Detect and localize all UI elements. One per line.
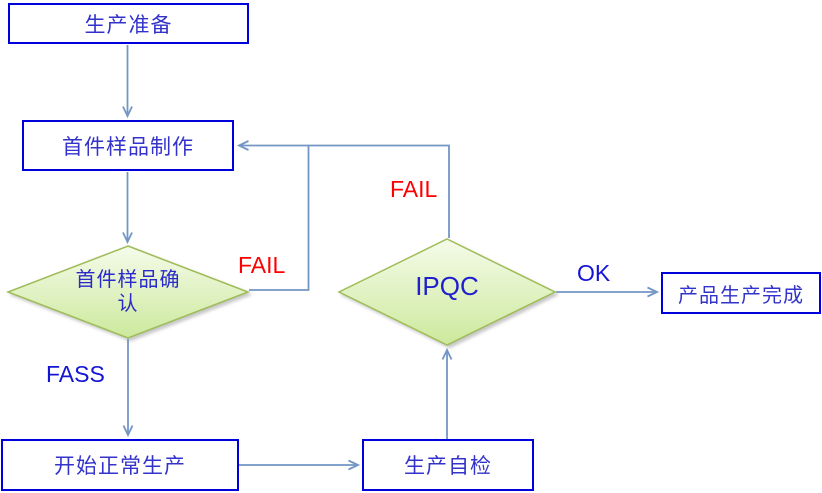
connector-confirm-fail-feedback — [249, 146, 310, 291]
decision-ipqc-label: IPQC — [415, 271, 479, 301]
edge-label-ipqc-ok: OK — [577, 260, 611, 286]
node-production-preparation-label: 生产准备 — [84, 12, 173, 37]
decision-first-sample-confirm-label: 首件样品确认 — [75, 269, 181, 315]
decision-ipqc-shape — [337, 238, 557, 346]
node-product-production-complete: 产品生产完成 — [661, 272, 821, 314]
node-first-sample-production-label: 首件样品制作 — [62, 134, 194, 159]
node-start-normal-production: 开始正常生产 — [1, 439, 239, 491]
edge-label-confirm-fail: FAIL — [238, 252, 286, 278]
decision-first-sample-confirm-shape — [5, 245, 251, 339]
node-production-preparation: 生产准备 — [8, 3, 249, 44]
node-production-self-inspection: 生产自检 — [362, 439, 534, 491]
node-start-normal-production-label: 开始正常生产 — [54, 454, 186, 478]
node-product-production-complete-label: 产品生产完成 — [678, 284, 804, 307]
connector-ipqc-fail-feedback — [236, 140, 450, 238]
node-production-self-inspection-label: 生产自检 — [404, 454, 492, 478]
edge-label-ipqc-fail: FAIL — [390, 176, 438, 202]
node-first-sample-production: 首件样品制作 — [22, 120, 234, 171]
edge-label-confirm-pass: FASS — [46, 361, 105, 387]
